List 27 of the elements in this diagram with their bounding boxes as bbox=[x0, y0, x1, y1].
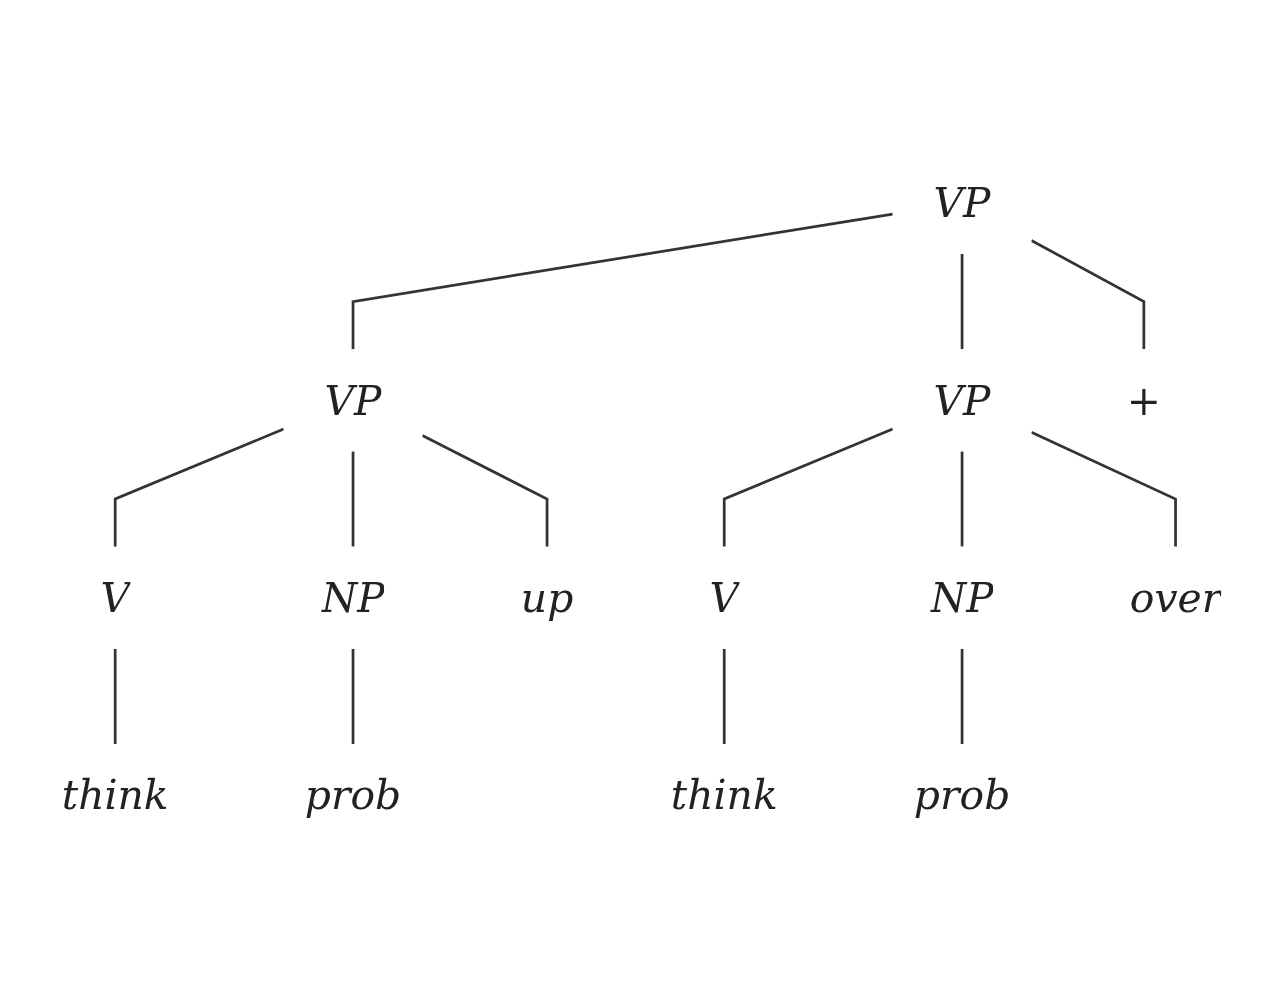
node-text: think bbox=[61, 771, 169, 820]
connector bbox=[351, 648, 355, 745]
connector bbox=[113, 648, 117, 745]
connector bbox=[421, 434, 549, 547]
connector bbox=[351, 451, 355, 547]
connector bbox=[960, 253, 964, 350]
node-text: V bbox=[100, 573, 130, 622]
node-text: think bbox=[670, 771, 778, 820]
connector bbox=[113, 427, 285, 547]
connector bbox=[960, 648, 964, 745]
node-text: up bbox=[520, 573, 574, 622]
connector bbox=[1030, 431, 1177, 547]
connector bbox=[722, 648, 726, 745]
node-text: V bbox=[709, 573, 739, 622]
node-text: prob bbox=[913, 771, 1011, 820]
connector bbox=[722, 427, 894, 547]
node-text: VP bbox=[933, 178, 991, 227]
connector bbox=[960, 451, 964, 547]
connector bbox=[351, 212, 893, 350]
node-text: VP bbox=[933, 376, 991, 425]
node-text: over bbox=[1129, 573, 1222, 622]
node-text: NP bbox=[930, 573, 994, 622]
node-text: prob bbox=[304, 771, 402, 820]
node-text: NP bbox=[321, 573, 385, 622]
connector bbox=[1030, 239, 1146, 350]
node-text: VP bbox=[324, 376, 382, 425]
node-text: + bbox=[1126, 376, 1161, 425]
